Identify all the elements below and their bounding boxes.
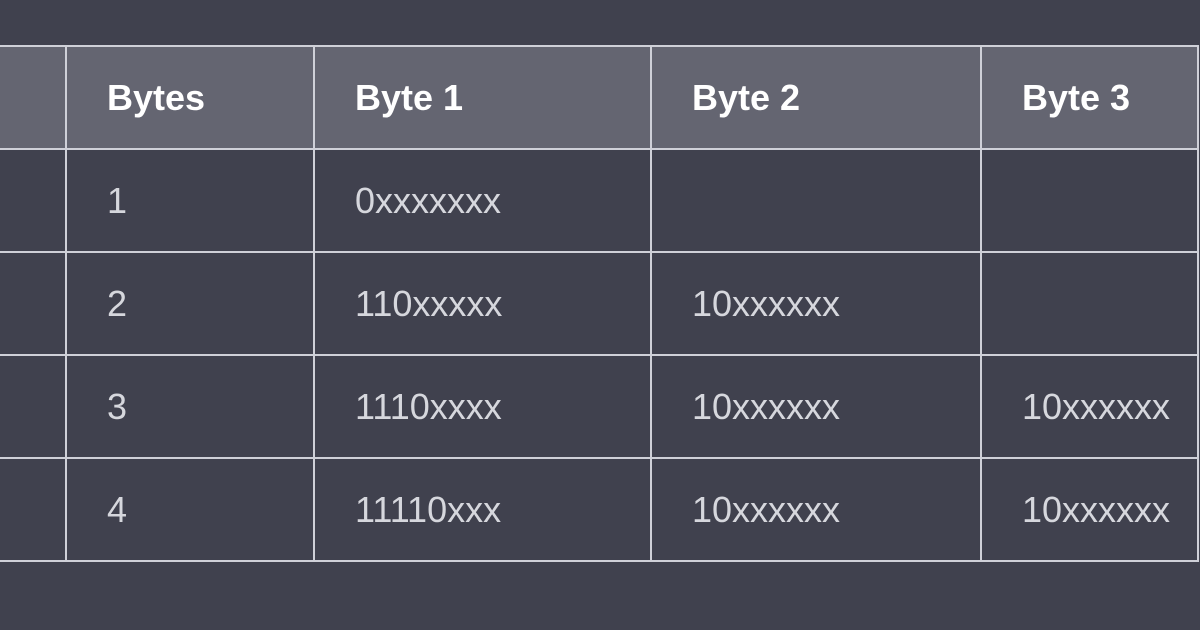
table-cell [650,148,982,253]
table-cell: 10xxxxxx [650,354,982,459]
table-row: 3 1110xxxx 10xxxxxx 10xxxxxx [0,354,1199,459]
table-cell: 1110xxxx [313,354,652,459]
table-row: 2 110xxxxx 10xxxxxx [0,251,1199,356]
header-cell-byte1: Byte 1 [313,45,652,150]
table-cell [980,251,1199,356]
table-row: 1 0xxxxxxx [0,148,1199,253]
header-row: Bytes Byte 1 Byte 2 Byte 3 [0,45,1199,150]
table-cell: 10xxxxxx [650,457,982,562]
table-cell [0,354,67,459]
table-cell: 110xxxxx [313,251,652,356]
table-row: 4 11110xxx 10xxxxxx 10xxxxxx [0,457,1199,562]
header-cell-bytes: Bytes [65,45,315,150]
header-cell-byte2: Byte 2 [650,45,982,150]
table-cell: 4 [65,457,315,562]
header-cell-hidden [0,45,67,150]
utf8-encoding-table: Bytes Byte 1 Byte 2 Byte 3 1 0xxxxxxx 2 … [0,45,1199,562]
table-cell [0,457,67,562]
table-cell: 10xxxxxx [650,251,982,356]
table-cell: 3 [65,354,315,459]
table-cell: 11110xxx [313,457,652,562]
table-cell: 1 [65,148,315,253]
table-cell [0,251,67,356]
table-cell [0,148,67,253]
table-cell: 10xxxxxx [980,457,1199,562]
table-cell: 0xxxxxxx [313,148,652,253]
header-cell-byte3: Byte 3 [980,45,1199,150]
table-cell: 2 [65,251,315,356]
table-cell [980,148,1199,253]
table-cell: 10xxxxxx [980,354,1199,459]
